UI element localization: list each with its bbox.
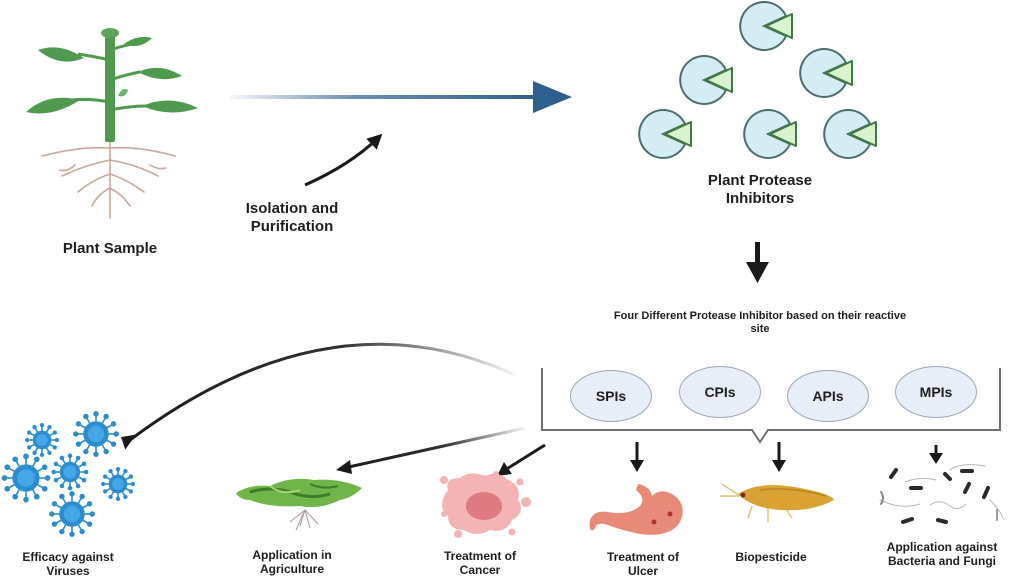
application-label-line1: Efficacy against <box>22 550 114 564</box>
application-label-agriculture: Application in Agriculture <box>232 548 352 577</box>
application-label-ulcer: Treatment of Ulcer <box>588 550 698 579</box>
classification-title: Four Different Protease Inhibitor based … <box>520 310 1000 336</box>
application-label-line2: Bacteria and Fungi <box>887 554 997 569</box>
inhibitors-label-line1: Plant Protease <box>707 172 813 189</box>
isolation-purification-label: Isolation and Purification <box>222 200 362 236</box>
virus-particle <box>1 453 51 503</box>
pi-type-cpi: CPIs <box>679 366 761 418</box>
virus-particle <box>101 467 135 501</box>
pi-type-mpi: MPIs <box>895 366 977 418</box>
virus-particle <box>73 411 119 457</box>
inhibitors-label-line2: Inhibitors <box>725 190 795 207</box>
application-label-line1: Application in <box>252 548 332 562</box>
application-arrows <box>121 342 943 476</box>
isolation-label-line1: Isolation and <box>245 200 339 217</box>
application-label-line2: Ulcer <box>627 564 659 579</box>
virus-particle <box>51 453 89 491</box>
application-label-viruses: Efficacy against Viruses <box>8 550 128 579</box>
isolation-arrow <box>304 133 383 187</box>
main-flow-arrow <box>230 81 572 113</box>
application-label-biopesticide: Biopesticide <box>716 550 826 564</box>
pi-type-spi: SPIs <box>570 370 652 422</box>
application-label-cancer: Treatment of Cancer <box>420 549 540 578</box>
virus-particle <box>49 491 95 537</box>
bacteria-icon <box>879 464 1005 524</box>
application-label-line1: Treatment of <box>606 550 679 564</box>
classification-title-line2: site <box>750 323 770 336</box>
pi-type-api: APIs <box>787 370 869 422</box>
cancer-cell-icon <box>440 471 531 538</box>
classification-bracket <box>541 368 1001 444</box>
application-label-line1: Biopesticide <box>735 550 807 564</box>
plant-protease-inhibitors-label: Plant Protease Inhibitors <box>680 172 840 208</box>
protease-inhibitor-complex-icon <box>638 1 877 159</box>
application-label-line1: Treatment of <box>443 549 516 563</box>
virus-particle <box>25 423 59 457</box>
application-label-line1: Application against <box>886 540 998 554</box>
insect-icon <box>720 483 834 522</box>
application-label-line2: Viruses <box>46 564 90 579</box>
application-label-line2: Cancer <box>459 563 501 578</box>
stomach-icon <box>589 484 683 535</box>
application-label-bacteria-fungi: Application against Bacteria and Fungi <box>860 540 1024 569</box>
isolation-label-line2: Purification <box>250 218 334 235</box>
plant-sample-label: Plant Sample <box>62 240 158 257</box>
plant-icon <box>26 28 198 219</box>
down-arrow <box>746 242 769 283</box>
crop-plant-icon <box>236 478 362 531</box>
virus-icon <box>1 411 135 537</box>
application-label-line2: Agriculture <box>259 562 324 577</box>
classification-title-line1: Four Different Protease Inhibitor based … <box>613 310 907 322</box>
